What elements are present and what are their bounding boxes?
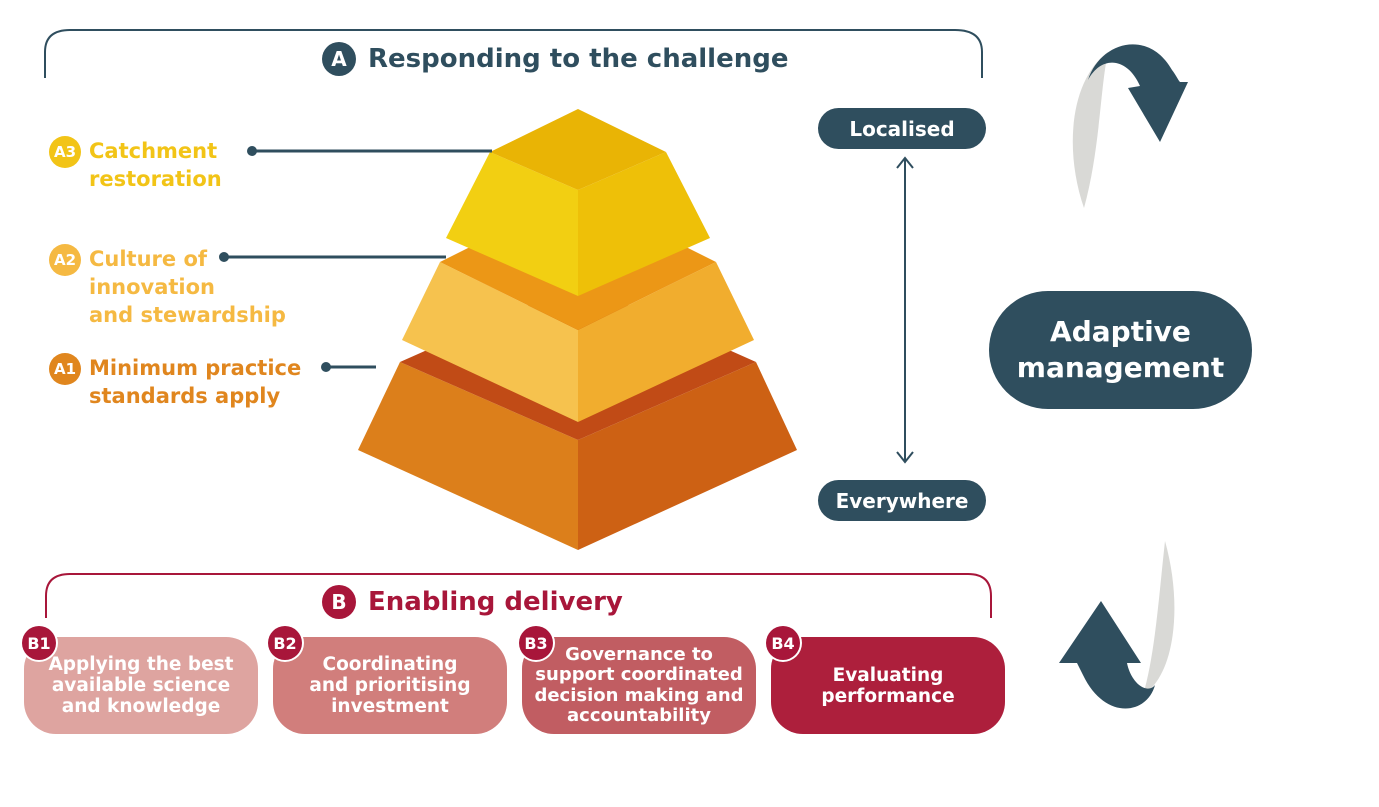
pyramid-tier-a3-top — [490, 109, 666, 190]
section-b-badge: B — [322, 585, 356, 619]
scale-everywhere-pill: Everywhere — [818, 480, 986, 521]
pyramid-tier-a2-left — [402, 262, 578, 422]
cycle-arrow-top-icon — [1072, 44, 1188, 208]
level-a2-label: Culture of innovation and stewardship — [89, 247, 286, 327]
section-a-title-text: Responding to the challenge — [368, 44, 789, 74]
section-b-bracket — [45, 573, 992, 618]
pyramid — [358, 109, 797, 550]
leader-lines — [219, 146, 492, 372]
pyramid-tier-a1-left — [358, 362, 578, 550]
scale-localised-pill: Localised — [818, 108, 986, 149]
level-a3-label: Catchment restoration — [89, 139, 222, 191]
section-a-badge: A — [322, 42, 356, 76]
enabler-b1-badge: B1 — [22, 626, 56, 660]
pyramid-tier-a1-right — [578, 362, 797, 550]
enabler-b4: Evaluating performance — [771, 637, 1005, 734]
level-a3-badge: A3 — [49, 136, 81, 168]
pyramid-tier-a3-right — [578, 152, 710, 296]
level-a2: A2 Culture of innovation and stewardship — [49, 244, 286, 329]
enabler-b3: Governance to support coordinated decisi… — [522, 637, 756, 734]
section-b-title: B Enabling delivery — [312, 585, 633, 619]
enabler-b3-badge: B3 — [519, 626, 553, 660]
pyramid-tier-a2-right — [578, 262, 754, 422]
section-a-title: A Responding to the challenge — [312, 42, 799, 76]
level-a1: A1 Minimum practice standards apply — [49, 353, 302, 410]
section-a-bracket — [44, 29, 983, 78]
enabler-b1: Applying the best available science and … — [24, 637, 258, 734]
section-b-title-text: Enabling delivery — [368, 587, 623, 617]
pyramid-tier-a3-left — [446, 152, 578, 296]
enabler-b4-badge: B4 — [766, 626, 800, 660]
adaptive-management-pill: Adaptive management — [989, 291, 1252, 409]
cycle-arrow-bottom-icon — [1059, 541, 1175, 709]
enabler-b2: Coordinating and prioritising investment — [273, 637, 507, 734]
level-a1-label: Minimum practice standards apply — [89, 356, 302, 408]
level-a2-badge: A2 — [49, 244, 81, 276]
double-arrow-icon — [896, 156, 914, 464]
enabler-b2-badge: B2 — [268, 626, 302, 660]
level-a3: A3 Catchment restoration — [49, 136, 222, 193]
level-a1-badge: A1 — [49, 353, 81, 385]
